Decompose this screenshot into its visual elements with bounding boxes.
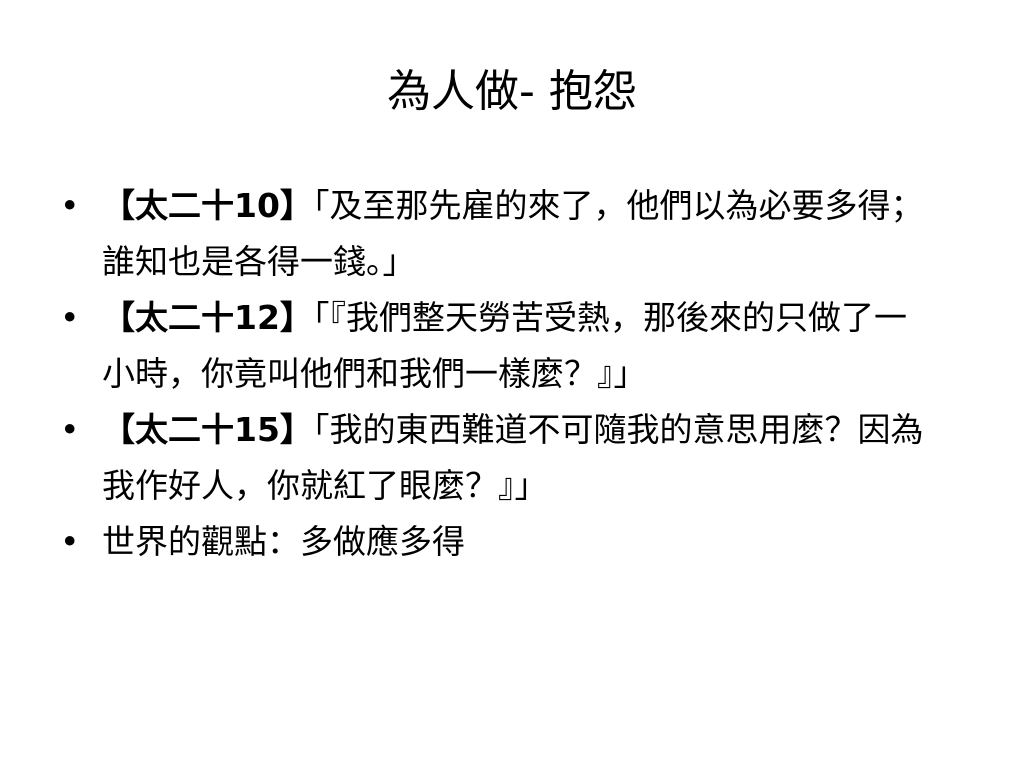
slide-title: 為人做- 抱怨 <box>387 66 637 117</box>
bullet-dot-icon: • <box>60 410 80 449</box>
scripture-reference: 【太二十15】 <box>102 410 313 449</box>
bullet-dot-icon: • <box>60 522 80 561</box>
bullet-text: 世界的觀點：多做應多得 <box>102 522 465 561</box>
scripture-reference: 【太二十10】 <box>102 186 313 225</box>
bullet-list: • 【太二十10】「及至那先雇的來了，他們以為必要多得；誰知也是各得一錢。」 •… <box>54 178 934 570</box>
bullet-item-2: • 【太二十12】「『我們整天勞苦受熱，那後來的只做了一小時，你竟叫他們和我們一… <box>54 290 934 402</box>
bullet-item-4: • 世界的觀點：多做應多得 <box>54 514 934 570</box>
bullet-item-3: • 【太二十15】「我的東西難道不可隨我的意思用麼？因為我作好人，你就紅了眼麼？… <box>54 402 934 514</box>
bullet-text: 「『我們整天勞苦受熱，那後來的只做了一小時，你竟叫他們和我們一樣麼？』」 <box>102 298 907 393</box>
scripture-reference: 【太二十12】 <box>102 298 313 337</box>
bullet-text: 「及至那先雇的來了，他們以為必要多得；誰知也是各得一錢。」 <box>102 186 924 281</box>
bullet-item-1: • 【太二十10】「及至那先雇的來了，他們以為必要多得；誰知也是各得一錢。」 <box>54 178 934 290</box>
bullet-dot-icon: • <box>60 186 80 225</box>
bullet-dot-icon: • <box>60 298 80 337</box>
bullet-text: 「我的東西難道不可隨我的意思用麼？因為我作好人，你就紅了眼麼？』」 <box>102 410 924 505</box>
